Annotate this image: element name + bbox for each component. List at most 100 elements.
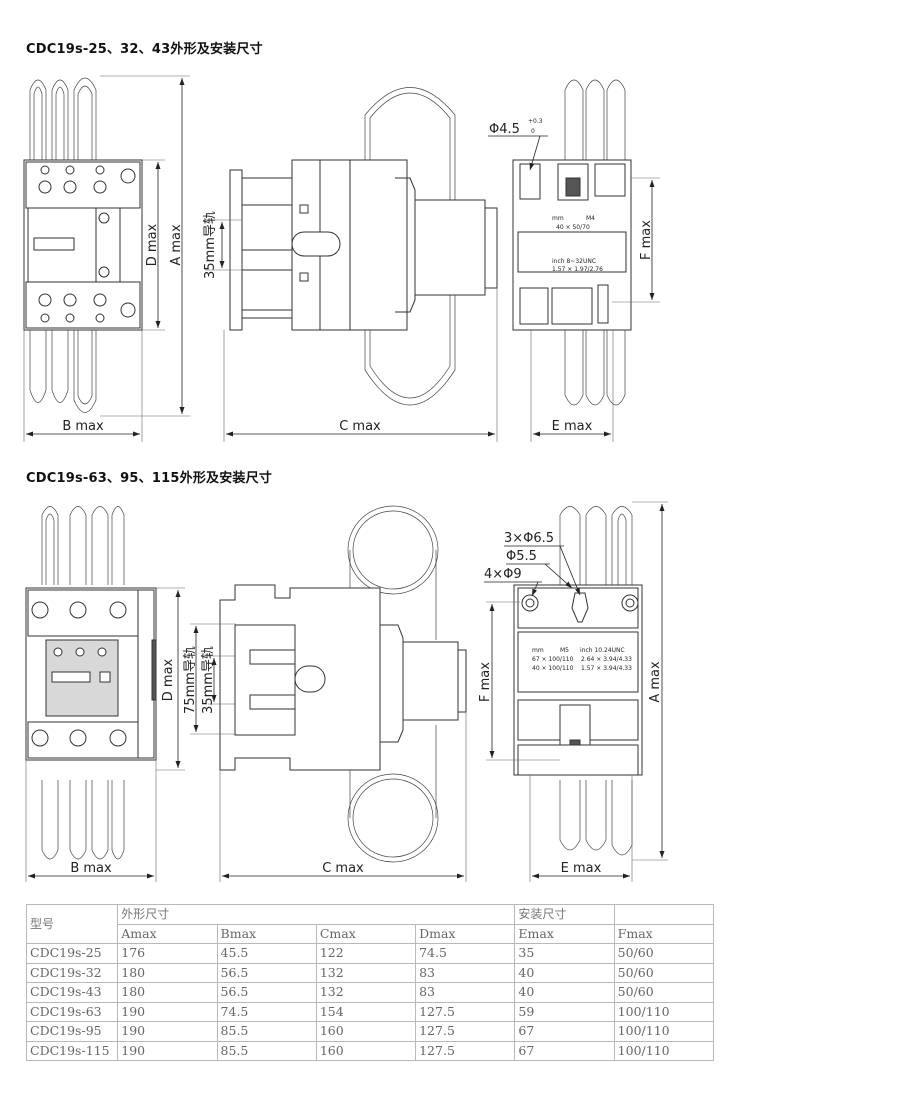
table-cell: 190 bbox=[117, 1040, 218, 1061]
rear-view-small: mm M4 40 × 50/70 inch 8~32UNC 1.57 × 1.9… bbox=[488, 79, 660, 442]
svg-text:40 × 100/110: 40 × 100/110 bbox=[532, 665, 574, 672]
svg-text:inch 8~32UNC: inch 8~32UNC bbox=[552, 258, 596, 265]
table-cell: 176 bbox=[117, 943, 218, 964]
table-cell: 50/60 bbox=[613, 982, 715, 1003]
side-view-small: 35mm导轨 C max bbox=[203, 87, 498, 442]
label-hole-small: Φ4.5 bbox=[489, 122, 520, 137]
table-cell: 122 bbox=[315, 943, 417, 964]
svg-text:M4: M4 bbox=[586, 215, 595, 222]
table-cell: 180 bbox=[117, 962, 218, 983]
table-cell: 180 bbox=[117, 982, 218, 1003]
rear-view-large: mm M5 inch 10.24UNC 67 × 100/110 2.64 × … bbox=[478, 501, 668, 882]
table-cell: CDC19s-25 bbox=[25, 943, 119, 964]
drawing-small-series: D max A max B max 35mm导轨 bbox=[23, 75, 660, 442]
svg-text:mm: mm bbox=[532, 647, 544, 654]
column-header: Fmax bbox=[613, 923, 715, 944]
label-b-max-large: B max bbox=[70, 861, 112, 876]
label-f-max-large: F max bbox=[478, 662, 493, 702]
table-cell: 40 bbox=[514, 962, 615, 983]
table-cell: 85.5 bbox=[216, 1021, 317, 1042]
section-title-large: CDC19s-63、95、115外形及安装尺寸 bbox=[26, 471, 273, 486]
table-cell: 56.5 bbox=[216, 982, 317, 1003]
table-cell: 83 bbox=[415, 982, 516, 1003]
svg-text:inch 10.24UNC: inch 10.24UNC bbox=[580, 647, 625, 654]
svg-text:+0.3: +0.3 bbox=[528, 118, 543, 125]
table-cell: 127.5 bbox=[415, 1001, 516, 1022]
label-c-max-small: C max bbox=[339, 419, 381, 434]
drawing-large-series: D max B max 75mm导轨 35mm导轨 bbox=[25, 501, 668, 882]
label-e-max-small: E max bbox=[552, 419, 593, 434]
table-cell: 127.5 bbox=[415, 1021, 516, 1042]
column-header: Emax bbox=[514, 923, 615, 944]
table-cell: 67 bbox=[514, 1021, 615, 1042]
table-cell: 56.5 bbox=[216, 962, 317, 983]
label-d-max-small: D max bbox=[145, 223, 160, 266]
table-cell: 100/110 bbox=[613, 1021, 715, 1042]
label-a-max-large: A max bbox=[648, 661, 663, 703]
section-title-small: CDC19s-25、32、43外形及安装尺寸 bbox=[26, 42, 263, 57]
table-cell: CDC19s-115 bbox=[25, 1040, 119, 1061]
svg-text:67 × 100/110: 67 × 100/110 bbox=[532, 656, 574, 663]
column-header: Amax bbox=[117, 923, 218, 944]
table-cell: 67 bbox=[514, 1040, 615, 1061]
table-cell: 132 bbox=[315, 962, 417, 983]
table-cell: 160 bbox=[315, 1021, 417, 1042]
label-d-max-large: D max bbox=[161, 658, 176, 701]
table-cell: 190 bbox=[117, 1021, 218, 1042]
header-outer-dimensions: 外形尺寸 bbox=[117, 904, 516, 925]
table-cell: CDC19s-43 bbox=[25, 982, 119, 1003]
table-column-row: Amax Bmax Cmax Dmax Emax Fmax bbox=[27, 923, 715, 944]
svg-text:1.57 × 3.94/4.33: 1.57 × 3.94/4.33 bbox=[581, 665, 632, 672]
table-cell: 154 bbox=[315, 1001, 417, 1022]
label-f-max-small: F max bbox=[639, 220, 654, 260]
label-rail-35-large: 35mm导轨 bbox=[201, 646, 216, 714]
label-hole-3x65: 3×Φ6.5 bbox=[504, 531, 554, 546]
header-mount-dimensions: 安装尺寸 bbox=[514, 904, 615, 925]
table-cell: 83 bbox=[415, 962, 516, 983]
table-cell: 74.5 bbox=[216, 1001, 317, 1022]
front-view-small: D max A max B max bbox=[23, 75, 190, 442]
label-e-max-large: E max bbox=[561, 861, 602, 876]
table-cell: 59 bbox=[514, 1001, 615, 1022]
svg-text:2.64 × 3.94/4.33: 2.64 × 3.94/4.33 bbox=[581, 656, 632, 663]
table-cell: CDC19s-63 bbox=[25, 1001, 119, 1022]
table-cell: 35 bbox=[514, 943, 615, 964]
column-header: Cmax bbox=[315, 923, 417, 944]
table-cell: 74.5 bbox=[415, 943, 516, 964]
svg-text:1.57 × 1.97/2.76: 1.57 × 1.97/2.76 bbox=[552, 266, 603, 273]
label-a-max-small: A max bbox=[169, 224, 184, 266]
svg-text:mm: mm bbox=[552, 215, 564, 222]
table-cell: 127.5 bbox=[415, 1040, 516, 1061]
table-cell: 45.5 bbox=[216, 943, 317, 964]
label-hole-4x9: 4×Φ9 bbox=[484, 567, 522, 582]
table-cell: 190 bbox=[117, 1001, 218, 1022]
column-header: Bmax bbox=[216, 923, 317, 944]
table-cell: 160 bbox=[315, 1040, 417, 1061]
label-b-max-small: B max bbox=[62, 419, 104, 434]
table-header-row: 型号 外形尺寸 安装尺寸 bbox=[25, 904, 715, 944]
header-model: 型号 bbox=[25, 904, 119, 944]
label-rail-35-small: 35mm导轨 bbox=[203, 211, 218, 279]
side-view-large: 75mm导轨 35mm导轨 C max bbox=[183, 505, 467, 882]
table-cell: 50/60 bbox=[613, 943, 715, 964]
table-cell: 132 bbox=[315, 982, 417, 1003]
label-rail-75: 75mm导轨 bbox=[183, 646, 198, 714]
table-cell: 100/110 bbox=[613, 1001, 715, 1022]
table-cell: CDC19s-32 bbox=[25, 962, 119, 983]
label-hole-55: Φ5.5 bbox=[506, 549, 537, 564]
front-view-large: D max B max bbox=[25, 506, 185, 882]
table-cell: 50/60 bbox=[613, 962, 715, 983]
svg-text:40 × 50/70: 40 × 50/70 bbox=[556, 224, 590, 231]
label-c-max-large: C max bbox=[322, 861, 364, 876]
column-header: Dmax bbox=[415, 923, 516, 944]
table-cell: 100/110 bbox=[613, 1040, 715, 1061]
svg-text:0: 0 bbox=[531, 128, 535, 135]
table-cell: CDC19s-95 bbox=[25, 1021, 119, 1042]
svg-text:M5: M5 bbox=[560, 647, 569, 654]
